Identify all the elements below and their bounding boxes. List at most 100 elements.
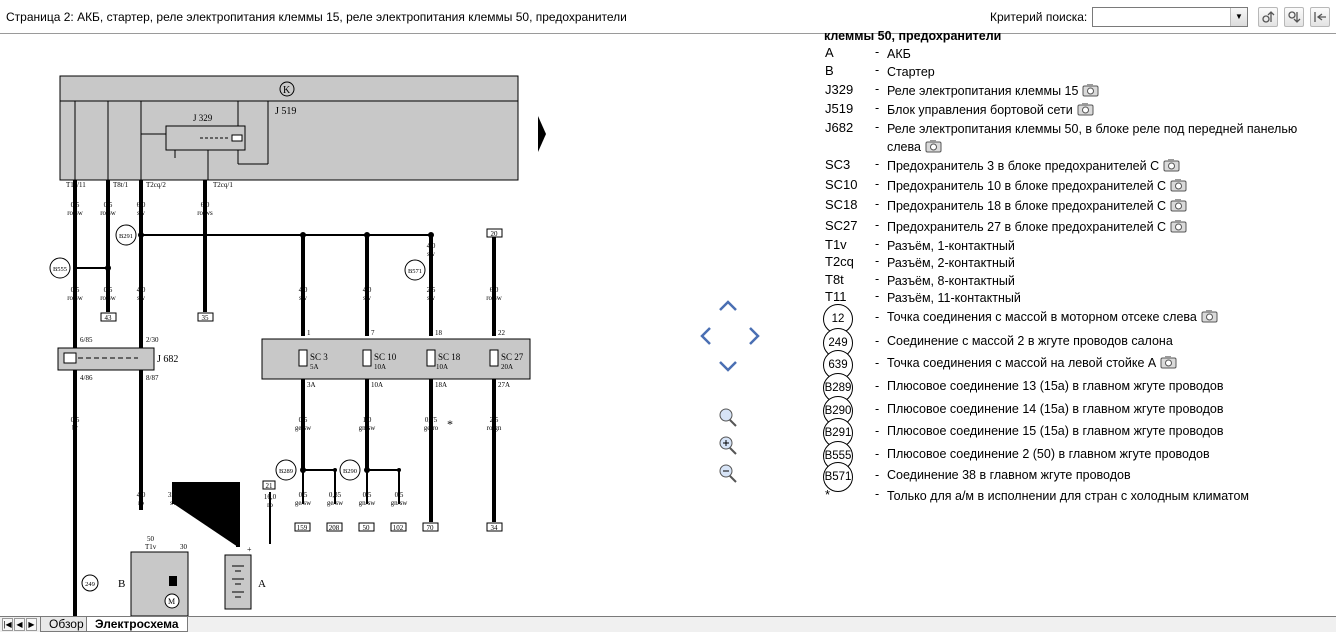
ref-box: 50 bbox=[363, 524, 371, 532]
wire-color: ro/sw bbox=[100, 209, 117, 217]
sheet-tab-bar: |◀ ◀ ▶ Обзор Электросхема bbox=[0, 616, 1336, 632]
asterisk-note: * bbox=[447, 417, 453, 431]
wire-size: 2,5 bbox=[427, 286, 436, 294]
camera-icon[interactable] bbox=[1170, 219, 1187, 238]
connector-t2cq-1: T2cq/1 bbox=[213, 181, 233, 189]
splice-b291[interactable] bbox=[115, 224, 137, 246]
wire-size: 0,5 bbox=[71, 286, 80, 294]
j682-label: J 682 bbox=[157, 354, 178, 365]
pan-right-icon[interactable] bbox=[749, 327, 760, 345]
legend-code: SC18 bbox=[825, 197, 858, 212]
splice-b289[interactable] bbox=[275, 459, 297, 481]
wiring-diagram[interactable]: K J 519 J 329 T11/11 T8t/1 T2cq/2 T2cq/1 bbox=[0, 34, 820, 616]
pin-label: 6/85 bbox=[80, 336, 93, 344]
wire-size: 0,5 bbox=[71, 416, 80, 424]
zoom-out-icon[interactable] bbox=[719, 464, 737, 483]
legend-code: J329 bbox=[825, 82, 854, 97]
camera-icon[interactable] bbox=[1160, 355, 1177, 374]
fuse-label: SC 18 bbox=[438, 352, 461, 362]
ref-box: 208 bbox=[329, 524, 340, 532]
ref-box: 21 bbox=[266, 482, 274, 490]
plus-sign: + bbox=[247, 545, 252, 554]
wire-color: sw bbox=[427, 294, 436, 302]
wire-color: br bbox=[72, 424, 79, 432]
legend-dash: - bbox=[875, 447, 880, 461]
prev-sheet-icon[interactable]: ◀ bbox=[14, 618, 25, 631]
splice-label: B289 bbox=[279, 468, 293, 475]
first-sheet-icon[interactable]: |◀ bbox=[2, 618, 13, 631]
wire-size: 6,0 bbox=[137, 201, 146, 209]
k-symbol: K bbox=[283, 85, 291, 96]
tab-overview[interactable]: Обзор bbox=[40, 617, 93, 632]
legend-dash: - bbox=[875, 334, 880, 348]
search-combobox[interactable]: ▼ bbox=[1092, 7, 1248, 27]
legend-dash: - bbox=[875, 177, 880, 191]
legend-desc: АКБ bbox=[887, 47, 911, 61]
fuse-rating: 10A bbox=[436, 363, 448, 371]
connector-t8t: T8t/1 bbox=[113, 181, 129, 189]
camera-icon[interactable] bbox=[1163, 158, 1180, 177]
legend-desc: Предохранитель 10 в блоке предохранителе… bbox=[887, 179, 1167, 193]
search-up-button[interactable] bbox=[1258, 7, 1278, 27]
zoom-icon[interactable] bbox=[719, 408, 737, 427]
camera-icon[interactable] bbox=[1077, 102, 1094, 121]
pan-down-icon[interactable] bbox=[719, 361, 737, 372]
wire-size: 16,0 bbox=[264, 493, 277, 501]
camera-icon[interactable] bbox=[1201, 309, 1218, 328]
legend-code: B bbox=[825, 63, 834, 78]
camera-icon[interactable] bbox=[1170, 178, 1187, 197]
search-down-button[interactable] bbox=[1284, 7, 1304, 27]
j329-label: J 329 bbox=[193, 113, 213, 123]
legend-desc: Реле электропитания клеммы 50, в блоке р… bbox=[887, 122, 1298, 154]
tab-wiring-diagram[interactable]: Электросхема bbox=[86, 617, 188, 632]
legend-desc: Разъём, 11-контактный bbox=[887, 291, 1021, 305]
legend-dash: - bbox=[875, 254, 880, 268]
ref-box: 34 bbox=[491, 524, 499, 532]
legend-desc: Соединение 38 в главном жгуте проводов bbox=[887, 468, 1131, 482]
camera-icon[interactable] bbox=[1082, 83, 1099, 102]
next-page-arrow-icon[interactable] bbox=[538, 116, 546, 152]
wire-color: ro bbox=[138, 499, 144, 507]
pin-label: 3A bbox=[307, 381, 316, 389]
wire-size: 0,5 bbox=[299, 416, 308, 424]
pan-left-icon[interactable] bbox=[700, 327, 711, 345]
next-sheet-icon[interactable]: ▶ bbox=[26, 618, 37, 631]
wire-color: ro/sw bbox=[67, 294, 84, 302]
ref-box: 35 bbox=[202, 314, 210, 322]
legend-code: T2cq bbox=[825, 254, 854, 269]
splice-label: B571 bbox=[408, 268, 422, 275]
splice-b290[interactable] bbox=[339, 459, 361, 481]
legend-desc: Реле электропитания клеммы 15 bbox=[887, 84, 1079, 98]
splice-label: B290 bbox=[343, 468, 357, 475]
wire-color: sw bbox=[170, 499, 179, 507]
pin-label: 8/87 bbox=[146, 374, 159, 382]
wire-size: 4,0 bbox=[427, 242, 436, 250]
j519-label: J 519 bbox=[275, 106, 296, 117]
pan-up-icon[interactable] bbox=[719, 300, 737, 311]
wire-size: 0,5 bbox=[363, 491, 372, 499]
splice-b555[interactable] bbox=[49, 257, 71, 279]
exit-button[interactable] bbox=[1310, 7, 1330, 27]
wire-size: 2,5 bbox=[490, 416, 499, 424]
dropdown-arrow-icon[interactable]: ▼ bbox=[1230, 8, 1247, 26]
search-label: Критерий поиска: bbox=[990, 10, 1088, 24]
splice-b571[interactable] bbox=[404, 259, 426, 281]
wire-color: ge/sw bbox=[295, 424, 312, 432]
wire-size: 4,0 bbox=[363, 286, 372, 294]
legend-desc: Блок управления бортовой сети bbox=[887, 103, 1073, 117]
wire-color: ro/sw bbox=[67, 209, 84, 217]
pin-label: 18 bbox=[435, 329, 443, 337]
camera-icon[interactable] bbox=[925, 139, 942, 158]
wire-color: gn/sw bbox=[359, 424, 377, 432]
fuse-rating: 5A bbox=[310, 363, 319, 371]
zoom-in-icon[interactable] bbox=[719, 436, 737, 455]
ground-249[interactable] bbox=[81, 574, 99, 592]
wire-color: ge/sw bbox=[295, 499, 312, 507]
wire-size: 0,5 bbox=[299, 491, 308, 499]
legend-desc: Предохранитель 18 в блоке предохранителе… bbox=[887, 199, 1167, 213]
wire-color: ro bbox=[267, 501, 273, 509]
camera-icon[interactable] bbox=[1170, 198, 1187, 217]
connector-t2cq-2: T2cq/2 bbox=[146, 181, 166, 189]
ref-box: 70 bbox=[427, 524, 435, 532]
